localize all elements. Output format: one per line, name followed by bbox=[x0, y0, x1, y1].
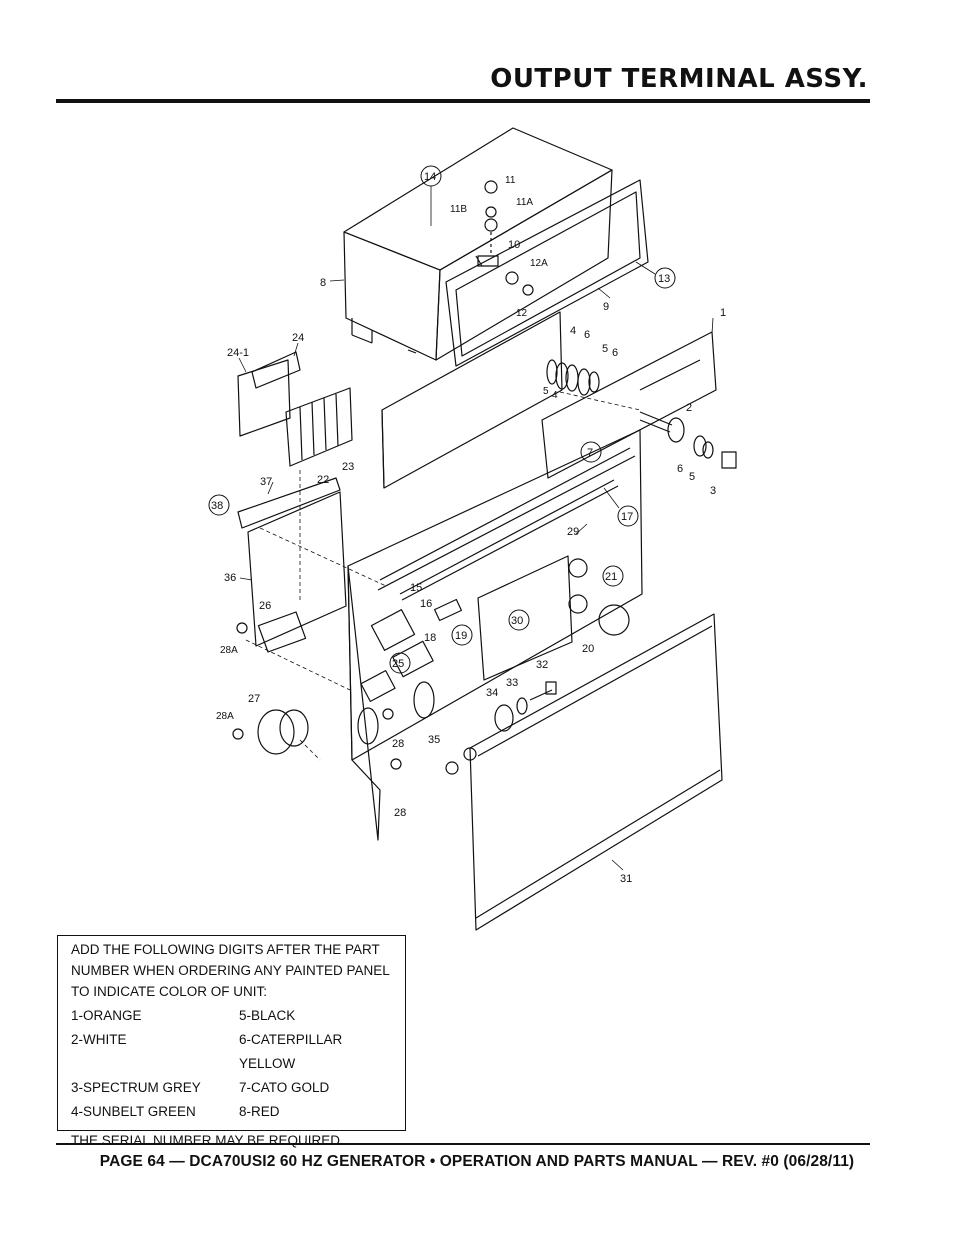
callout-28-2: 28 bbox=[394, 807, 406, 819]
callout-29: 29 bbox=[567, 526, 579, 538]
callout-5a: 5 bbox=[602, 343, 608, 355]
footer-rule bbox=[56, 1143, 870, 1145]
callout-26: 26 bbox=[259, 600, 271, 612]
callout-6c: 6 bbox=[677, 463, 683, 475]
callout-6b: 6 bbox=[612, 347, 618, 359]
callout-24: 24 bbox=[292, 332, 304, 344]
callout-6a: 6 bbox=[584, 329, 590, 341]
callout-35: 35 bbox=[428, 734, 440, 746]
color-code: 3-SPECTRUM GREY bbox=[71, 1080, 201, 1095]
callout-20: 20 bbox=[582, 643, 594, 655]
breaker-module bbox=[237, 351, 353, 467]
color-code: 1-ORANGE bbox=[71, 1008, 142, 1023]
header-rule bbox=[56, 99, 870, 103]
receptacles bbox=[232, 611, 309, 755]
callout-5b: 5 bbox=[543, 386, 549, 397]
color-code: 4-SUNBELT GREEN bbox=[71, 1104, 196, 1119]
callout-14: 14 bbox=[424, 171, 436, 183]
front-door bbox=[469, 613, 723, 931]
callout-38: 38 bbox=[211, 500, 223, 512]
terminal-plate-1 bbox=[381, 311, 717, 489]
bracket-plate bbox=[237, 477, 347, 647]
control-box-housing bbox=[347, 429, 643, 841]
exploded-parts-diagram: 14 11 11A 11B 10 12A 13 8 9 12 1 24 4 6 … bbox=[208, 127, 737, 931]
callout-4a: 4 bbox=[570, 325, 576, 337]
callout-37: 37 bbox=[260, 476, 272, 488]
note-intro: ADD THE FOLLOWING DIGITS AFTER THE PART … bbox=[71, 942, 390, 999]
callout-2: 2 bbox=[686, 402, 692, 414]
leader-lines bbox=[238, 186, 714, 871]
rear-panel-9 bbox=[445, 179, 649, 367]
color-code-list: 1-ORANGE 5-BLACK 2-WHITE 6-CATERPILLAR Y… bbox=[71, 1004, 393, 1124]
callout-34: 34 bbox=[486, 687, 498, 699]
callout-12a: 12A bbox=[530, 258, 548, 269]
color-code: 6-CATERPILLAR YELLOW bbox=[239, 1032, 343, 1071]
page-title: OUTPUT TERMINAL ASSY. bbox=[490, 64, 868, 94]
callout-17: 17 bbox=[621, 511, 633, 523]
color-code: 7-CATO GOLD bbox=[239, 1080, 330, 1095]
color-code: 8-RED bbox=[239, 1104, 280, 1119]
rods bbox=[399, 479, 619, 622]
callout-19: 19 bbox=[455, 630, 467, 642]
page-footer: PAGE 64 — DCA70USI2 60 HZ GENERATOR • OP… bbox=[99, 1153, 855, 1170]
callout-12: 12 bbox=[516, 308, 528, 319]
callout-16: 16 bbox=[420, 598, 432, 610]
top-cover bbox=[343, 127, 613, 361]
callout-27: 27 bbox=[248, 693, 260, 705]
callout-28a-1: 28A bbox=[220, 645, 238, 656]
callout-13: 13 bbox=[658, 273, 670, 285]
callout-36: 36 bbox=[224, 572, 236, 584]
callout-11a: 11A bbox=[516, 197, 533, 208]
insulator-stack bbox=[546, 359, 600, 396]
callout-21: 21 bbox=[605, 571, 617, 583]
callout-28-1: 28 bbox=[392, 738, 404, 750]
callout-23: 23 bbox=[342, 461, 354, 473]
callout-7: 7 bbox=[587, 447, 593, 459]
callout-15: 15 bbox=[410, 582, 422, 594]
callout-22: 22 bbox=[317, 474, 329, 486]
callout-9: 9 bbox=[603, 301, 609, 313]
callout-33: 33 bbox=[506, 677, 518, 689]
guide-lines bbox=[245, 391, 641, 761]
callout-labels: 14 11 11A 11B 10 12A 13 8 9 12 1 24 4 6 … bbox=[211, 171, 726, 885]
color-code: 2-WHITE bbox=[71, 1032, 127, 1047]
callout-25: 25 bbox=[392, 658, 404, 670]
callout-18: 18 bbox=[424, 632, 436, 644]
callout-5c: 5 bbox=[689, 471, 695, 483]
callout-30: 30 bbox=[511, 615, 523, 627]
serial-note: THE SERIAL NUMBER MAY BE REQUIRED. bbox=[71, 1133, 344, 1148]
callout-32: 32 bbox=[536, 659, 548, 671]
callout-11b: 11B bbox=[450, 204, 467, 215]
callout-10: 10 bbox=[508, 239, 520, 251]
callout-31: 31 bbox=[620, 873, 632, 885]
callout-24-1: 24-1 bbox=[227, 347, 249, 359]
callout-circles bbox=[208, 165, 676, 674]
callout-1: 1 bbox=[720, 307, 726, 319]
color-code: 5-BLACK bbox=[239, 1008, 296, 1023]
callout-28a-2: 28A bbox=[216, 711, 234, 722]
hardware-stack bbox=[477, 180, 534, 296]
painted-panel-note: ADD THE FOLLOWING DIGITS AFTER THE PART … bbox=[57, 935, 406, 1148]
callout-11: 11 bbox=[505, 175, 516, 186]
callout-4b: 4 bbox=[552, 390, 558, 401]
terminal-bolt bbox=[639, 411, 737, 469]
callout-3: 3 bbox=[710, 485, 716, 497]
callout-8: 8 bbox=[320, 277, 326, 289]
